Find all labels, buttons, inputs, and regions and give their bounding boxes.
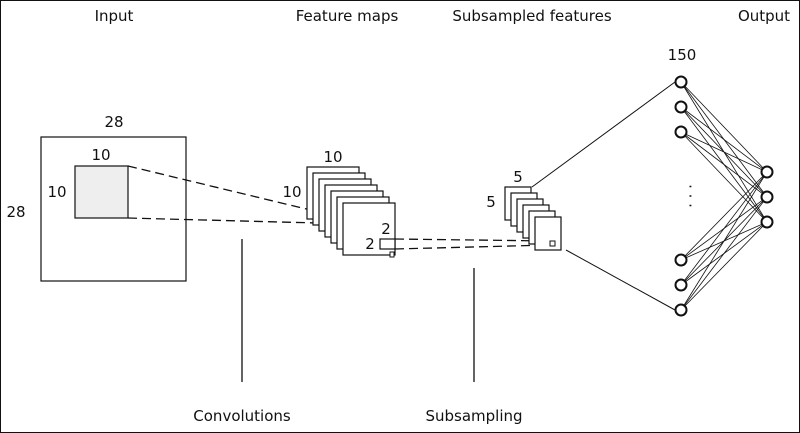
kernel-height-label: 10: [47, 183, 66, 201]
hidden-node: [674, 278, 688, 292]
fc-edge: [680, 171, 768, 286]
input-image: [40, 136, 187, 282]
hidden-node: [674, 125, 688, 139]
kernel-region: [74, 165, 129, 219]
hidden-node: [674, 253, 688, 267]
hidden-node: [674, 100, 688, 114]
feature-map-cell: [389, 251, 395, 258]
label-feature-maps: Feature maps: [296, 7, 399, 25]
output-node: [760, 215, 774, 229]
pool-height-label: 2: [365, 235, 375, 253]
maps-height-label: 10: [282, 183, 301, 201]
output-node: [760, 190, 774, 204]
subsampled-map: [534, 216, 562, 251]
pooling-window: [379, 238, 396, 250]
output-layer: [760, 165, 774, 229]
feature-maps-stack: [306, 166, 396, 258]
label-input: Input: [95, 7, 134, 25]
hidden-ellipsis: · · ·: [681, 184, 699, 208]
connection-envelope-top: [531, 81, 676, 188]
subsampled-features-stack: [504, 186, 562, 251]
subsampled-cell: [549, 240, 556, 247]
pool-width-label: 2: [381, 220, 391, 238]
label-subsampled-features: Subsampled features: [452, 7, 612, 25]
sub-width-label: 5: [513, 168, 523, 186]
maps-width-label: 10: [323, 148, 342, 166]
sub-height-label: 5: [486, 193, 496, 211]
fc-edge: [680, 106, 768, 173]
fc-edge: [680, 171, 768, 261]
projection-line-top: [127, 165, 357, 222]
kernel-width-label: 10: [91, 146, 110, 164]
fc-edge: [680, 171, 768, 311]
fc-edge: [680, 221, 768, 311]
hidden-units-label: 150: [668, 46, 697, 64]
fc-edge: [680, 196, 768, 311]
pool-line-top: [394, 238, 551, 242]
input-width-label: 28: [104, 113, 123, 131]
label-subsampling: Subsampling: [425, 407, 522, 425]
fc-edge: [680, 81, 768, 173]
fully-connected-edges: [680, 81, 768, 311]
hidden-layer: [674, 75, 688, 317]
fc-edge: [680, 131, 768, 223]
connection-envelope-bottom: [565, 249, 676, 311]
input-height-label: 28: [6, 203, 25, 221]
label-convolutions: Convolutions: [193, 407, 291, 425]
hidden-node: [674, 75, 688, 89]
hidden-node: [674, 303, 688, 317]
output-node: [760, 165, 774, 179]
label-output: Output: [738, 7, 790, 25]
pool-line-bottom: [394, 244, 551, 250]
fc-edge: [680, 131, 768, 173]
